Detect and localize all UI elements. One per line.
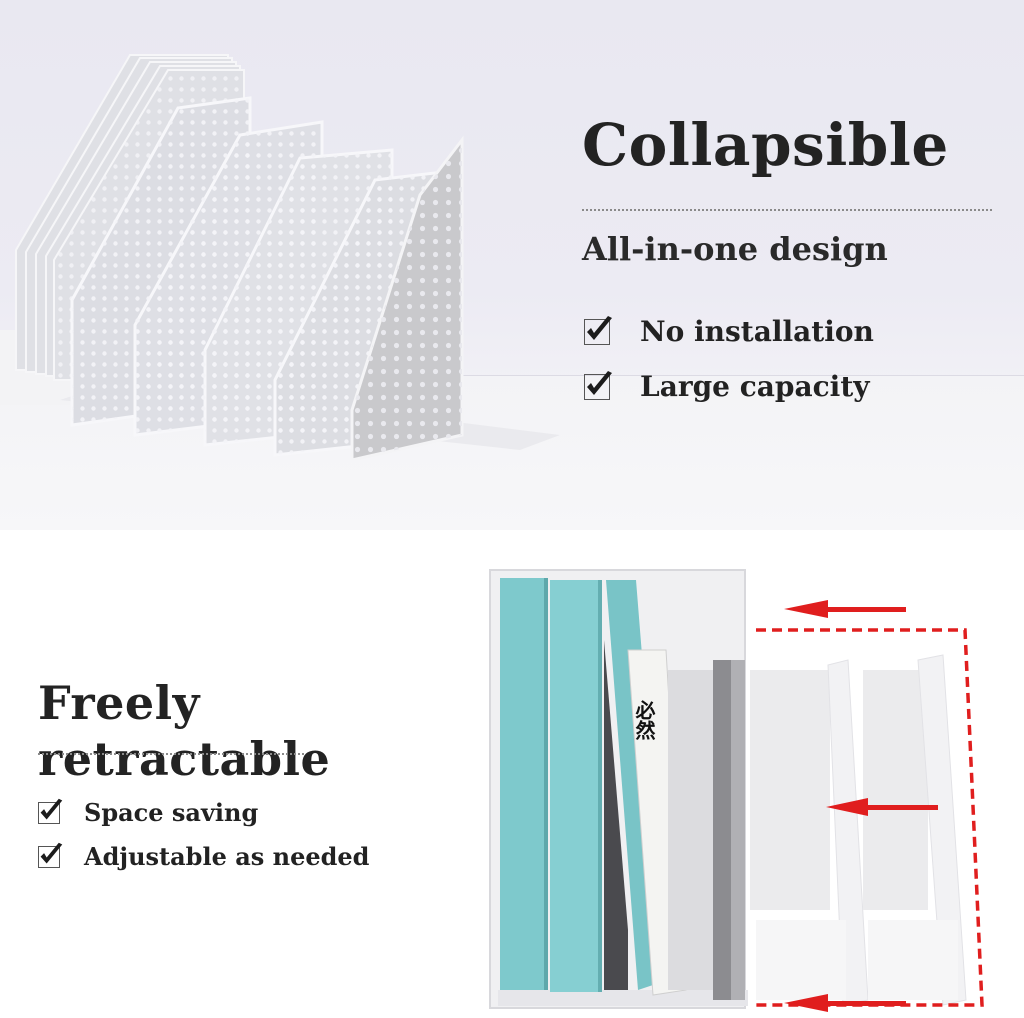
- feature-label: Adjustable as needed: [84, 842, 370, 871]
- feature-label: Large capacity: [640, 370, 870, 403]
- section-title-collapsible: Collapsible: [582, 111, 949, 179]
- section-title-retractable: Freely retractable: [38, 676, 331, 786]
- checkbox-checked-icon: [584, 370, 612, 400]
- feature-item-space-saving: Space saving: [38, 798, 258, 827]
- arrow-left-icon: [826, 798, 938, 816]
- checkbox-checked-icon: [38, 842, 63, 868]
- arrow-left-icon: [784, 994, 906, 1012]
- retractable-text-block: Freely retractable Space saving Adjustab…: [38, 675, 478, 871]
- section-subtitle: All-in-one design: [582, 230, 888, 268]
- arrow-left-icon: [784, 600, 906, 618]
- feature-item-large-capacity: Large capacity: [584, 370, 870, 403]
- feature-item-adjustable: Adjustable as needed: [38, 842, 369, 871]
- collapsible-text-block: Collapsible All-in-one design No install…: [582, 110, 1002, 403]
- collapsible-organizer-image: [0, 54, 560, 460]
- retractable-panel: Freely retractable Space saving Adjustab…: [0, 530, 1024, 1018]
- collapsible-panel: Collapsible All-in-one design No install…: [0, 0, 1024, 530]
- feature-label: Space saving: [84, 798, 259, 827]
- checkbox-checked-icon: [38, 798, 63, 824]
- checkbox-checked-icon: [584, 315, 612, 345]
- book-title: 必然: [632, 699, 656, 741]
- retractable-organizer-image: 必然: [489, 569, 984, 1012]
- dotted-divider: [582, 209, 992, 211]
- dotted-divider: [38, 753, 304, 755]
- feature-label: No installation: [640, 315, 874, 348]
- feature-item-no-installation: No installation: [584, 315, 874, 348]
